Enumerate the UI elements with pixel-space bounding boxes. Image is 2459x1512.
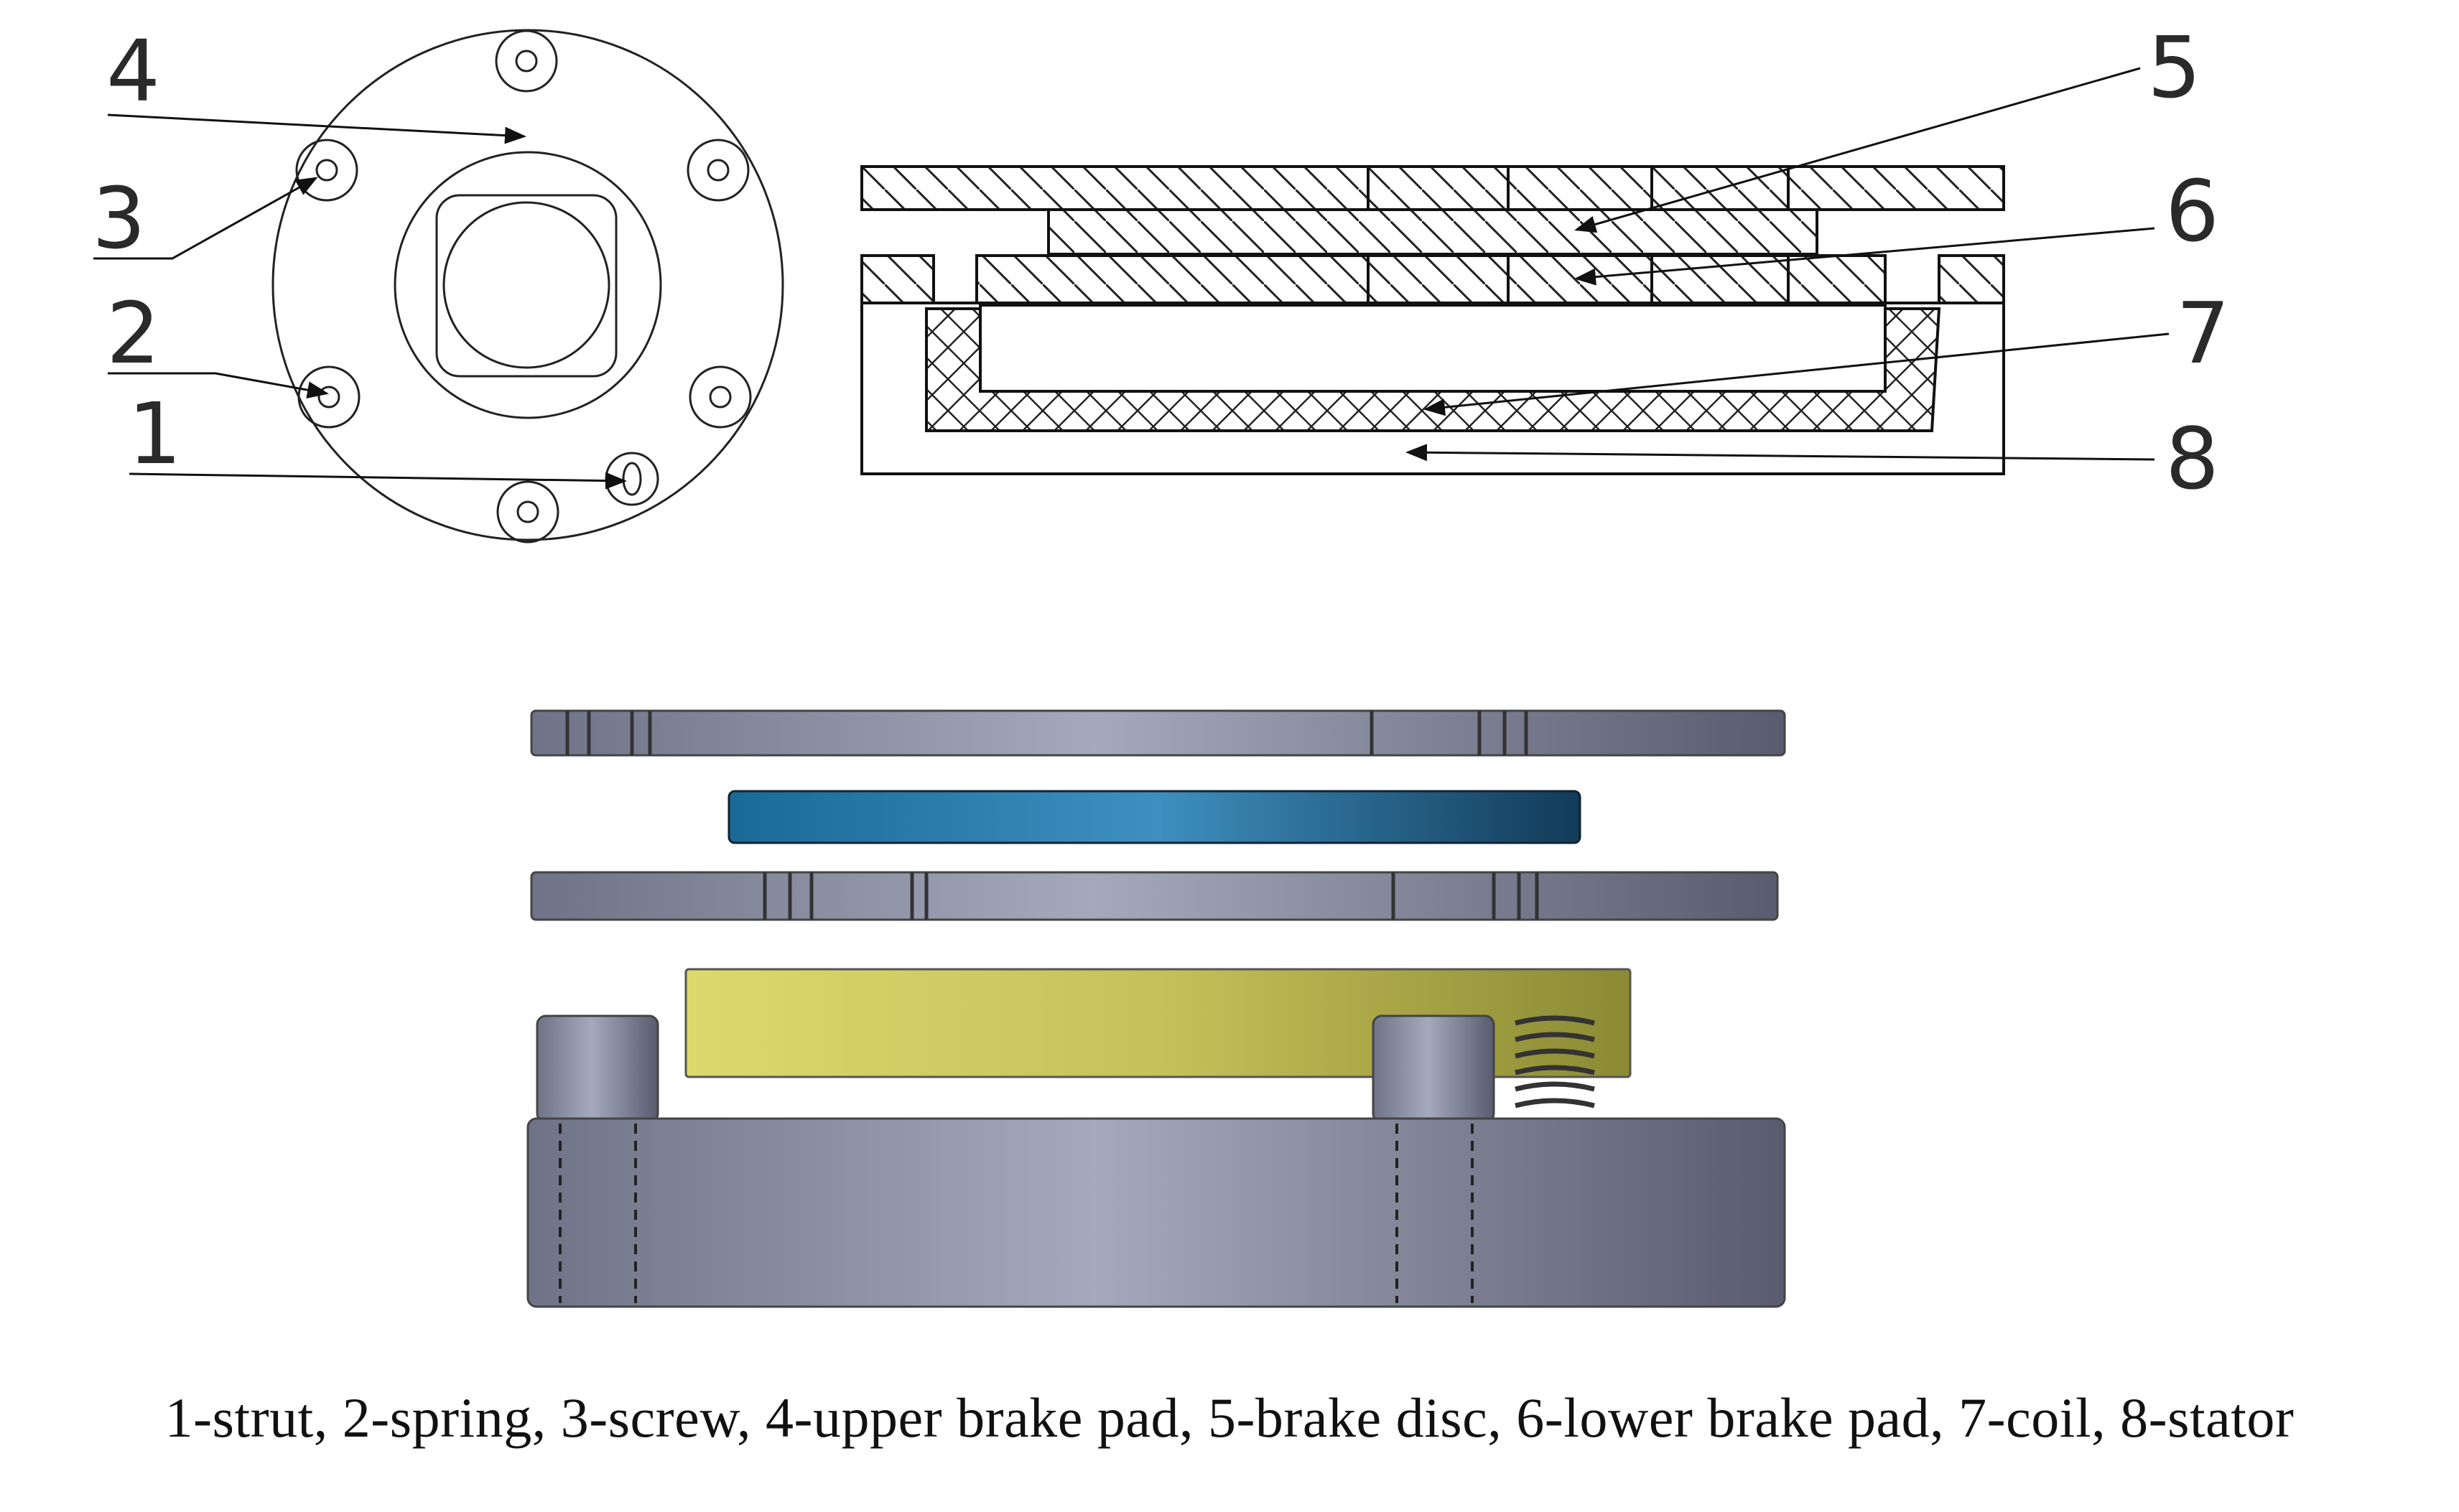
callout-2: 2	[106, 284, 160, 383]
plan-view: 4 3 2 1	[92, 22, 784, 543]
section-divisions	[1367, 167, 1790, 303]
callout-5: 5	[2147, 18, 2201, 117]
plan-hole-bottom	[496, 480, 559, 543]
callout-8: 8	[2165, 409, 2219, 508]
plan-spring-2	[297, 365, 361, 429]
section-stator-right-lip	[1938, 254, 2005, 304]
leader-8	[1405, 444, 2155, 462]
exploded-view	[526, 709, 1786, 1308]
plan-hole-top	[495, 29, 558, 93]
3d-lower-brake-pad	[530, 871, 1779, 921]
leader-6	[1574, 227, 2155, 286]
section-lower-plate	[975, 254, 1887, 304]
3d-upper-brake-pad	[530, 709, 1786, 757]
callout-3: 3	[92, 169, 146, 268]
leader-3	[93, 177, 318, 260]
section-brake-disc	[1047, 208, 1818, 256]
leader-5	[1574, 67, 2141, 233]
plan-hole-right-top	[687, 139, 750, 202]
plan-inner-ring	[394, 151, 662, 419]
3d-spring	[1515, 1015, 1595, 1109]
plan-square-core	[435, 194, 618, 378]
figure-caption: 1-strut, 2-spring, 3-screw, 4-upper brak…	[164, 1386, 2295, 1449]
leader-2	[108, 372, 329, 399]
3d-brake-disc	[728, 790, 1581, 844]
3d-stator	[526, 1117, 1786, 1308]
leader-4	[107, 113, 526, 144]
3d-stator-hidden-lines	[559, 1124, 1474, 1303]
section-coil-cavity	[979, 304, 1887, 393]
section-view: 5 6 7 8	[860, 18, 2230, 508]
section-upper-plate	[860, 165, 2005, 211]
plan-screw-3	[295, 139, 358, 202]
plan-outer-circle	[271, 29, 784, 541]
callout-7: 7	[2176, 284, 2230, 383]
plan-core-bore	[442, 201, 610, 369]
callout-4: 4	[106, 22, 160, 121]
plan-strut-1	[605, 452, 659, 506]
leader-7	[1423, 332, 2170, 416]
callout-1: 1	[128, 384, 182, 483]
leader-1	[129, 472, 627, 490]
plan-hole-right-bottom	[689, 365, 752, 429]
section-stator-left-lip	[860, 254, 935, 304]
3d-strut-right	[1372, 1014, 1495, 1124]
3d-strut-left	[536, 1014, 659, 1124]
callout-6: 6	[2165, 162, 2219, 261]
